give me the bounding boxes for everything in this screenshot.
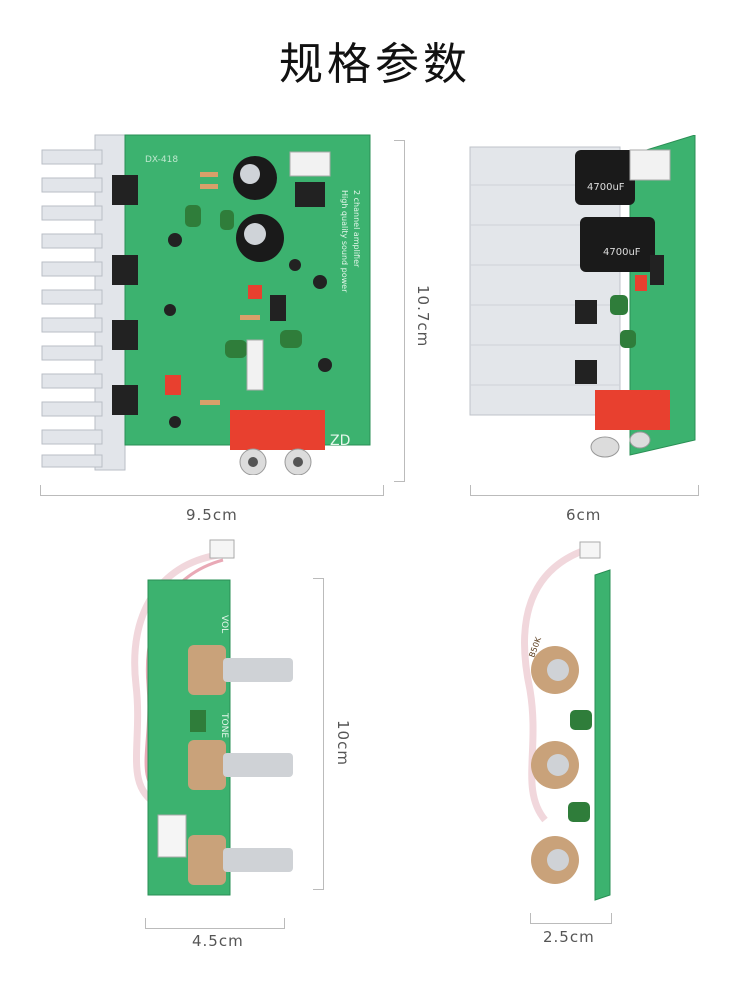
silk-vol: VOL bbox=[219, 615, 229, 633]
tone-board-side-photo: B50K bbox=[510, 540, 620, 905]
page-title: 规格参数 bbox=[279, 39, 471, 90]
amplifier-board-top-photo: DX-418 ZD High quality sound power 2 cha… bbox=[40, 130, 375, 476]
silk-line-1: High quality sound power bbox=[340, 190, 349, 293]
main-top-height-bracket bbox=[394, 140, 405, 482]
cap-label-2: 4700uF bbox=[603, 247, 641, 258]
main-top-width-bracket bbox=[40, 485, 384, 496]
main-side-width-bracket bbox=[470, 485, 699, 496]
cap-label-1: 4700uF bbox=[587, 182, 625, 193]
main-side-width-label: 6cm bbox=[566, 506, 602, 524]
tone-side-width-bracket bbox=[530, 913, 612, 924]
main-top-width-label: 9.5cm bbox=[186, 506, 238, 524]
pots bbox=[188, 645, 293, 885]
tone-side-width-label: 2.5cm bbox=[543, 928, 595, 946]
silk-line-2: 2 channel amplifier bbox=[352, 190, 361, 268]
tone-front-height-bracket bbox=[313, 578, 324, 890]
tone-front-width-label: 4.5cm bbox=[192, 932, 244, 950]
tone-front-width-bracket bbox=[145, 918, 285, 929]
tone-front-height-label: 10cm bbox=[334, 720, 352, 766]
main-top-height-label: 10.7cm bbox=[414, 285, 432, 348]
silk-model: DX-418 bbox=[145, 155, 178, 165]
silk-brand: ZD bbox=[330, 433, 350, 449]
silk-tone: TONE bbox=[219, 712, 229, 738]
tone-board-front-photo: VOL TONE bbox=[118, 535, 303, 900]
amplifier-board-side-photo: 4700uF 4700uF bbox=[465, 134, 700, 465]
